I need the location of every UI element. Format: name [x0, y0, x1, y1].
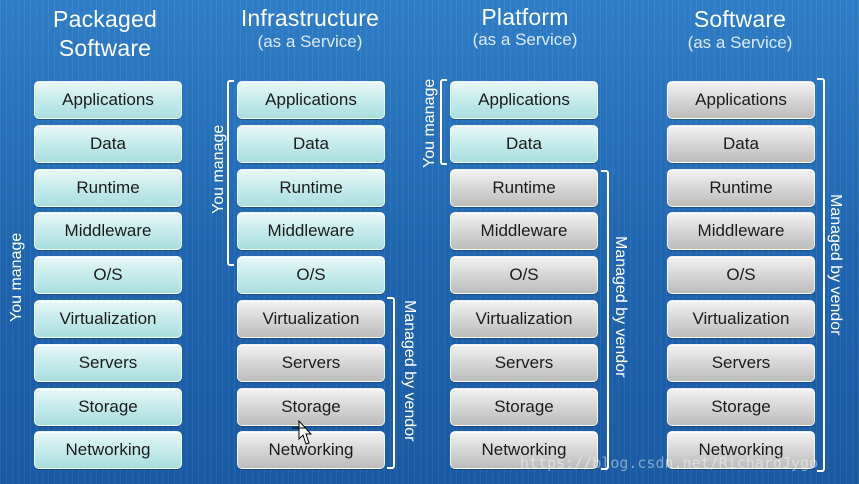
col1-title-line1: Packaged — [53, 6, 157, 32]
col3-title-line1: Platform — [481, 4, 569, 30]
layer-box-runtime: Runtime — [450, 169, 598, 207]
layer-box-networking: Networking — [667, 431, 815, 469]
layer-box-servers: Servers — [237, 344, 385, 382]
col2-vendor-label: Managed by vendor — [401, 300, 418, 442]
layer-box-virtualization: Virtualization — [450, 300, 598, 338]
layer-box-data: Data — [237, 125, 385, 163]
layer-box-virtualization: Virtualization — [34, 300, 182, 338]
col1-you-manage-label: You manage — [8, 232, 25, 322]
layer-box-servers: Servers — [450, 344, 598, 382]
col3-title-line2: (as a Service) — [472, 30, 578, 49]
watermark-text: https://blog.csdn.net/RichardJygo — [520, 454, 819, 472]
col3-vendor-bracket — [601, 170, 609, 470]
col2-you-manage-label: You manage — [210, 124, 227, 214]
col2-you-manage-bracket — [227, 80, 234, 266]
layer-box-applications: Applications — [667, 81, 815, 119]
layer-box-servers: Servers — [34, 344, 182, 382]
col4-title-line1: Software — [693, 6, 787, 32]
layer-box-storage: Storage — [450, 388, 598, 426]
col3-you-manage-label: You manage — [421, 78, 438, 168]
layer-box-applications: Applications — [450, 81, 598, 119]
layer-box-o-s: O/S — [667, 256, 815, 294]
layer-box-storage: Storage — [237, 388, 385, 426]
col3-vendor-label: Managed by vendor — [612, 236, 629, 378]
layer-box-applications: Applications — [34, 81, 182, 119]
layer-box-data: Data — [667, 125, 815, 163]
layer-box-runtime: Runtime — [237, 169, 385, 207]
layer-box-storage: Storage — [34, 388, 182, 426]
layer-box-o-s: O/S — [450, 256, 598, 294]
layer-box-storage: Storage — [667, 388, 815, 426]
col1-title-line2: Software — [58, 35, 152, 61]
layer-box-o-s: O/S — [237, 256, 385, 294]
layer-box-data: Data — [450, 125, 598, 163]
layer-box-runtime: Runtime — [667, 169, 815, 207]
layer-box-virtualization: Virtualization — [667, 300, 815, 338]
layer-box-data: Data — [34, 125, 182, 163]
col4-title-line2: (as a Service) — [687, 33, 793, 52]
layer-box-middleware: Middleware — [237, 212, 385, 250]
col2-vendor-bracket — [387, 297, 395, 469]
col2-title-line2: (as a Service) — [257, 32, 363, 51]
mouse-cursor-icon — [292, 419, 312, 445]
layer-box-runtime: Runtime — [34, 169, 182, 207]
col4-vendor-label: Managed by vendor — [827, 194, 844, 336]
col3-you-manage-bracket — [440, 79, 447, 165]
layer-box-o-s: O/S — [34, 256, 182, 294]
layer-box-middleware: Middleware — [667, 212, 815, 250]
layer-box-virtualization: Virtualization — [237, 300, 385, 338]
layer-box-middleware: Middleware — [34, 212, 182, 250]
layer-box-servers: Servers — [667, 344, 815, 382]
layer-box-applications: Applications — [237, 81, 385, 119]
layer-box-networking: Networking — [450, 431, 598, 469]
col2-title-line1: Infrastructure — [240, 5, 380, 31]
layer-box-networking: Networking — [237, 431, 385, 469]
layer-box-networking: Networking — [34, 431, 182, 469]
layer-box-middleware: Middleware — [450, 212, 598, 250]
col4-vendor-bracket — [817, 78, 825, 472]
